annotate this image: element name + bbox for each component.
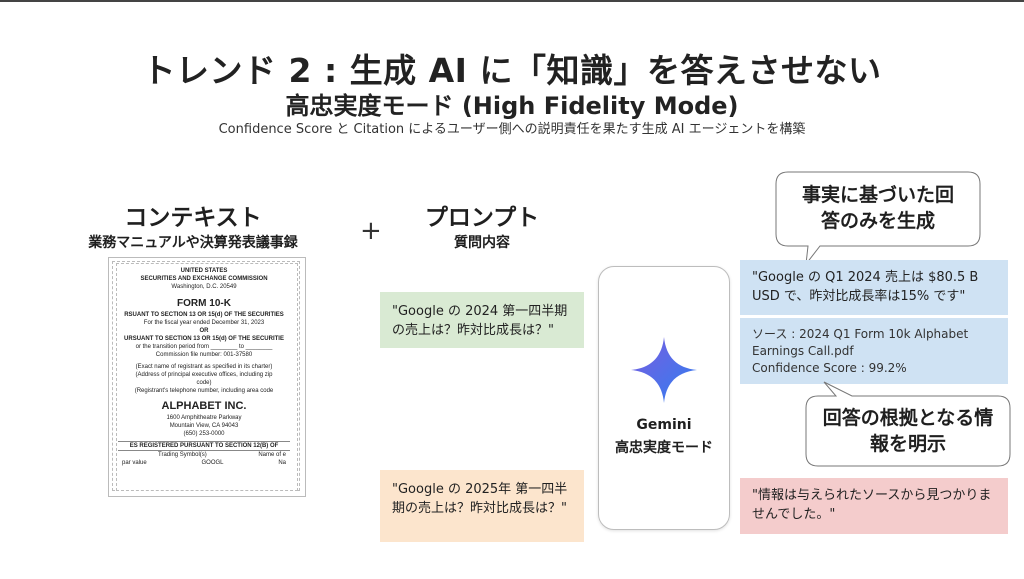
gemini-name: Gemini: [636, 417, 692, 433]
doc-company: ALPHABET INC.: [161, 400, 247, 412]
confidence-score: Confidence Score : 99.2%: [752, 361, 907, 375]
document-page-front: [116, 263, 298, 491]
prompt-subheading: 質問内容: [454, 235, 510, 251]
doc-line: OR: [199, 328, 209, 334]
callout-evidence-text: 回答の根拠となる情報を明示: [822, 407, 994, 455]
doc-address: 1600 Amphitheatre Parkway: [166, 415, 242, 421]
doc-table-header: Trading Symbol(s) Name of e: [118, 451, 290, 459]
source-box: ソース : 2024 Q1 Form 10k Alphabet Earnings…: [740, 318, 1008, 384]
doc-line: (Address of principal executive offices,…: [135, 372, 273, 378]
callout-tail: [775, 171, 981, 266]
slide-description: Confidence Score と Citation によるユーザー側への説明…: [218, 122, 806, 137]
doc-cell: GOOGL: [201, 460, 224, 466]
callout-facts: 事実に基づいた回答のみを生成: [775, 171, 981, 266]
doc-table-row: par value GOOGL Na: [118, 459, 290, 467]
doc-agency: UNITED STATES: [180, 268, 228, 274]
prompt-question-2025: "Google の 2025年 第一四半期の売上は？昨対比成長は？": [380, 470, 584, 542]
doc-cell: par value: [122, 460, 147, 466]
context-heading: コンテキスト: [124, 205, 262, 231]
doc-line: Commission file number: 001-37580: [155, 352, 253, 358]
callout-tail: [805, 381, 1011, 467]
doc-line: For the fiscal year ended December 31, 2…: [143, 320, 265, 326]
gemini-sparkle-icon: [631, 337, 697, 403]
doc-address: (650) 253-0000: [183, 431, 225, 437]
doc-line: or the transition period from ________ t…: [135, 344, 273, 350]
doc-address: Mountain View, CA 94043: [169, 423, 239, 429]
gemini-mode: 高忠実度モード: [615, 440, 713, 456]
doc-registered: ES REGISTERED PURSUANT TO SECTION 12(B) …: [118, 441, 290, 451]
document-stack: UNITED STATES SECURITIES AND EXCHANGE CO…: [108, 257, 306, 497]
not-found-box: "情報は与えられたソースから見つかりませんでした。": [740, 478, 1008, 534]
prompt-question-2024: "Google の 2024 第一四半期の売上は？昨対比成長は？": [380, 292, 584, 348]
source-line: ソース : 2024 Q1 Form 10k Alphabet: [752, 327, 969, 341]
slide-title: トレンド 2 : 生成 AI に「知識」を答えさせない: [142, 51, 882, 90]
callout-evidence: 回答の根拠となる情報を明示: [805, 381, 1011, 467]
doc-agency-3: Washington, D.C. 20549: [171, 284, 237, 290]
plus-sign: +: [360, 216, 382, 246]
callout-facts-text: 事実に基づいた回答のみを生成: [801, 184, 954, 232]
slide-subtitle: 高忠実度モード (High Fidelity Mode): [285, 92, 739, 120]
doc-line: RSUANT TO SECTION 13 OR 15(d) OF THE SEC…: [124, 312, 284, 318]
doc-cell: Na: [278, 460, 286, 466]
prompt-heading: プロンプト: [424, 205, 540, 231]
doc-col-trading: Trading Symbol(s): [158, 452, 207, 458]
doc-agency-2: SECURITIES AND EXCHANGE COMMISSION: [140, 276, 268, 282]
form-10k-document: UNITED STATES SECURITIES AND EXCHANGE CO…: [118, 267, 290, 487]
answer-box: "Google の Q1 2024 売上は $80.5 B USD で、昨対比成…: [740, 260, 1008, 315]
doc-form-title: FORM 10-K: [177, 298, 231, 309]
doc-line: (Registrant's telephone number, includin…: [134, 388, 274, 394]
doc-col-name: Name of e: [258, 452, 286, 458]
source-line: Earnings Call.pdf: [752, 344, 854, 358]
gemini-device: Gemini 高忠実度モード: [598, 266, 730, 530]
doc-line: URSUANT TO SECTION 13 OR 15(d) OF THE SE…: [124, 336, 284, 342]
context-subheading: 業務マニュアルや決算発表議事録: [88, 235, 298, 251]
doc-line: code): [196, 380, 212, 386]
top-border: [0, 0, 1024, 2]
doc-line: (Exact name of registrant as specified i…: [135, 364, 273, 370]
